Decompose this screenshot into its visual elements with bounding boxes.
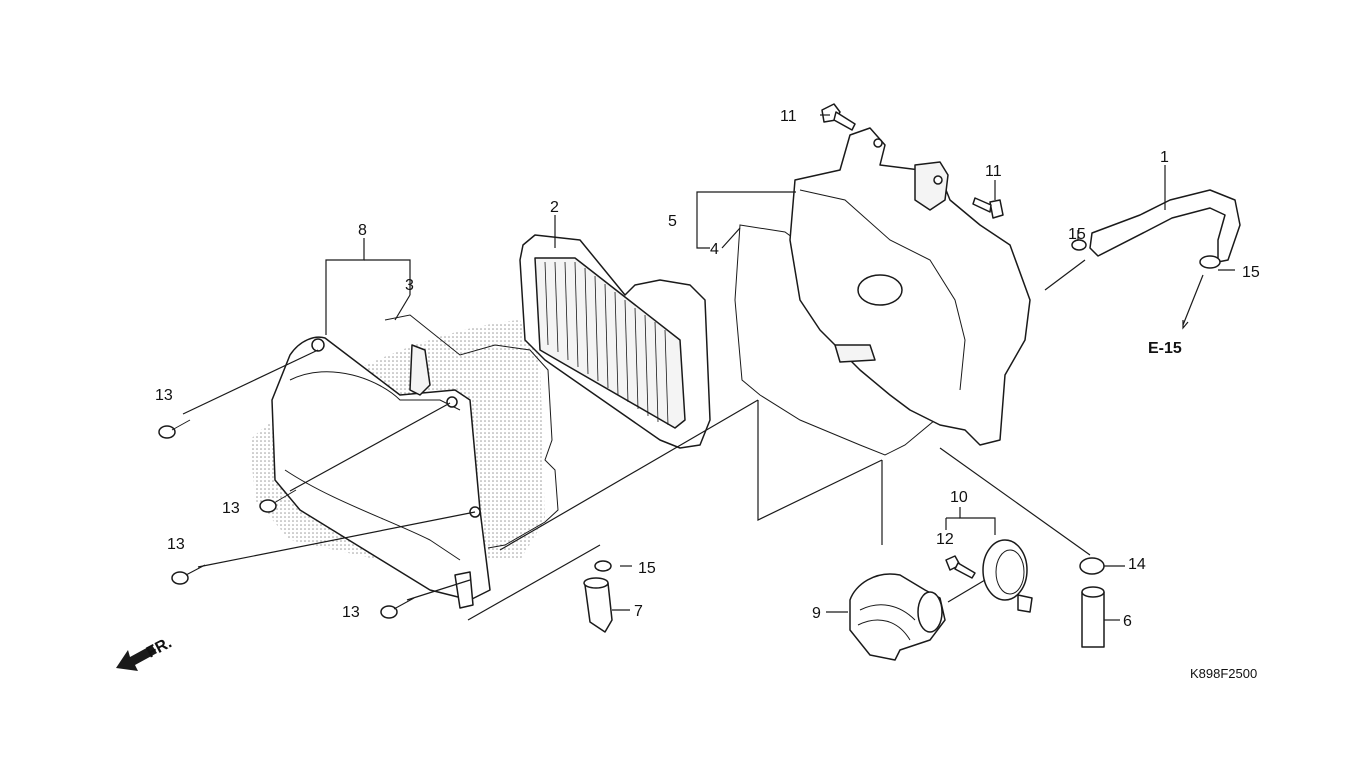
callout-11-right: 11 [985,163,1002,180]
part-screw-13-b [259,489,297,513]
callout-13-d: 13 [342,604,360,621]
leader-lines [182,114,1235,621]
callout-10: 10 [950,489,968,506]
callout-14: 14 [1128,556,1146,573]
part-clip-15-left [1071,239,1087,251]
callout-6: 6 [1123,613,1132,630]
part-cover-seal [384,314,559,549]
part-screw-13-a [158,419,191,439]
callout-13-c: 13 [167,536,185,553]
part-screw-13-c [171,564,206,585]
part-screw-12 [945,555,976,579]
callout-9: 9 [812,605,821,622]
part-air-cleaner-element [519,234,711,449]
part-screw-13-d [380,597,415,619]
part-clip-15-right [1199,255,1221,269]
callout-12: 12 [936,531,954,548]
callout-1: 1 [1160,149,1169,166]
part-drain-plug-7 [583,577,613,633]
callout-2: 2 [550,199,559,216]
callout-5: 5 [668,213,677,230]
callout-3: 3 [405,277,414,294]
callout-13-a: 13 [155,387,173,404]
callout-7: 7 [634,603,643,620]
callout-15-top: 15 [1068,226,1086,243]
part-clip-15-bottom [594,560,612,572]
part-clip-14 [1079,557,1105,575]
part-air-cleaner-case [734,127,1031,456]
callout-11-top: 11 [780,108,797,125]
callout-15-bottom: 15 [638,560,656,577]
part-band-10 [982,539,1033,613]
part-bolt-11-top [821,103,856,131]
callout-15-right: 15 [1242,264,1260,281]
callout-4: 4 [710,241,719,258]
callout-13-b: 13 [222,500,240,517]
callout-8: 8 [358,222,367,239]
part-breather-tube [1089,189,1241,263]
drawing-code: K898F2500 [1190,666,1257,681]
part-drain-tube-6 [1081,586,1105,648]
reference-label: E-15 [1148,340,1182,357]
part-connecting-tube [849,573,946,661]
part-bolt-11-right [972,197,1004,219]
front-direction-arrow: FR. [116,634,175,671]
